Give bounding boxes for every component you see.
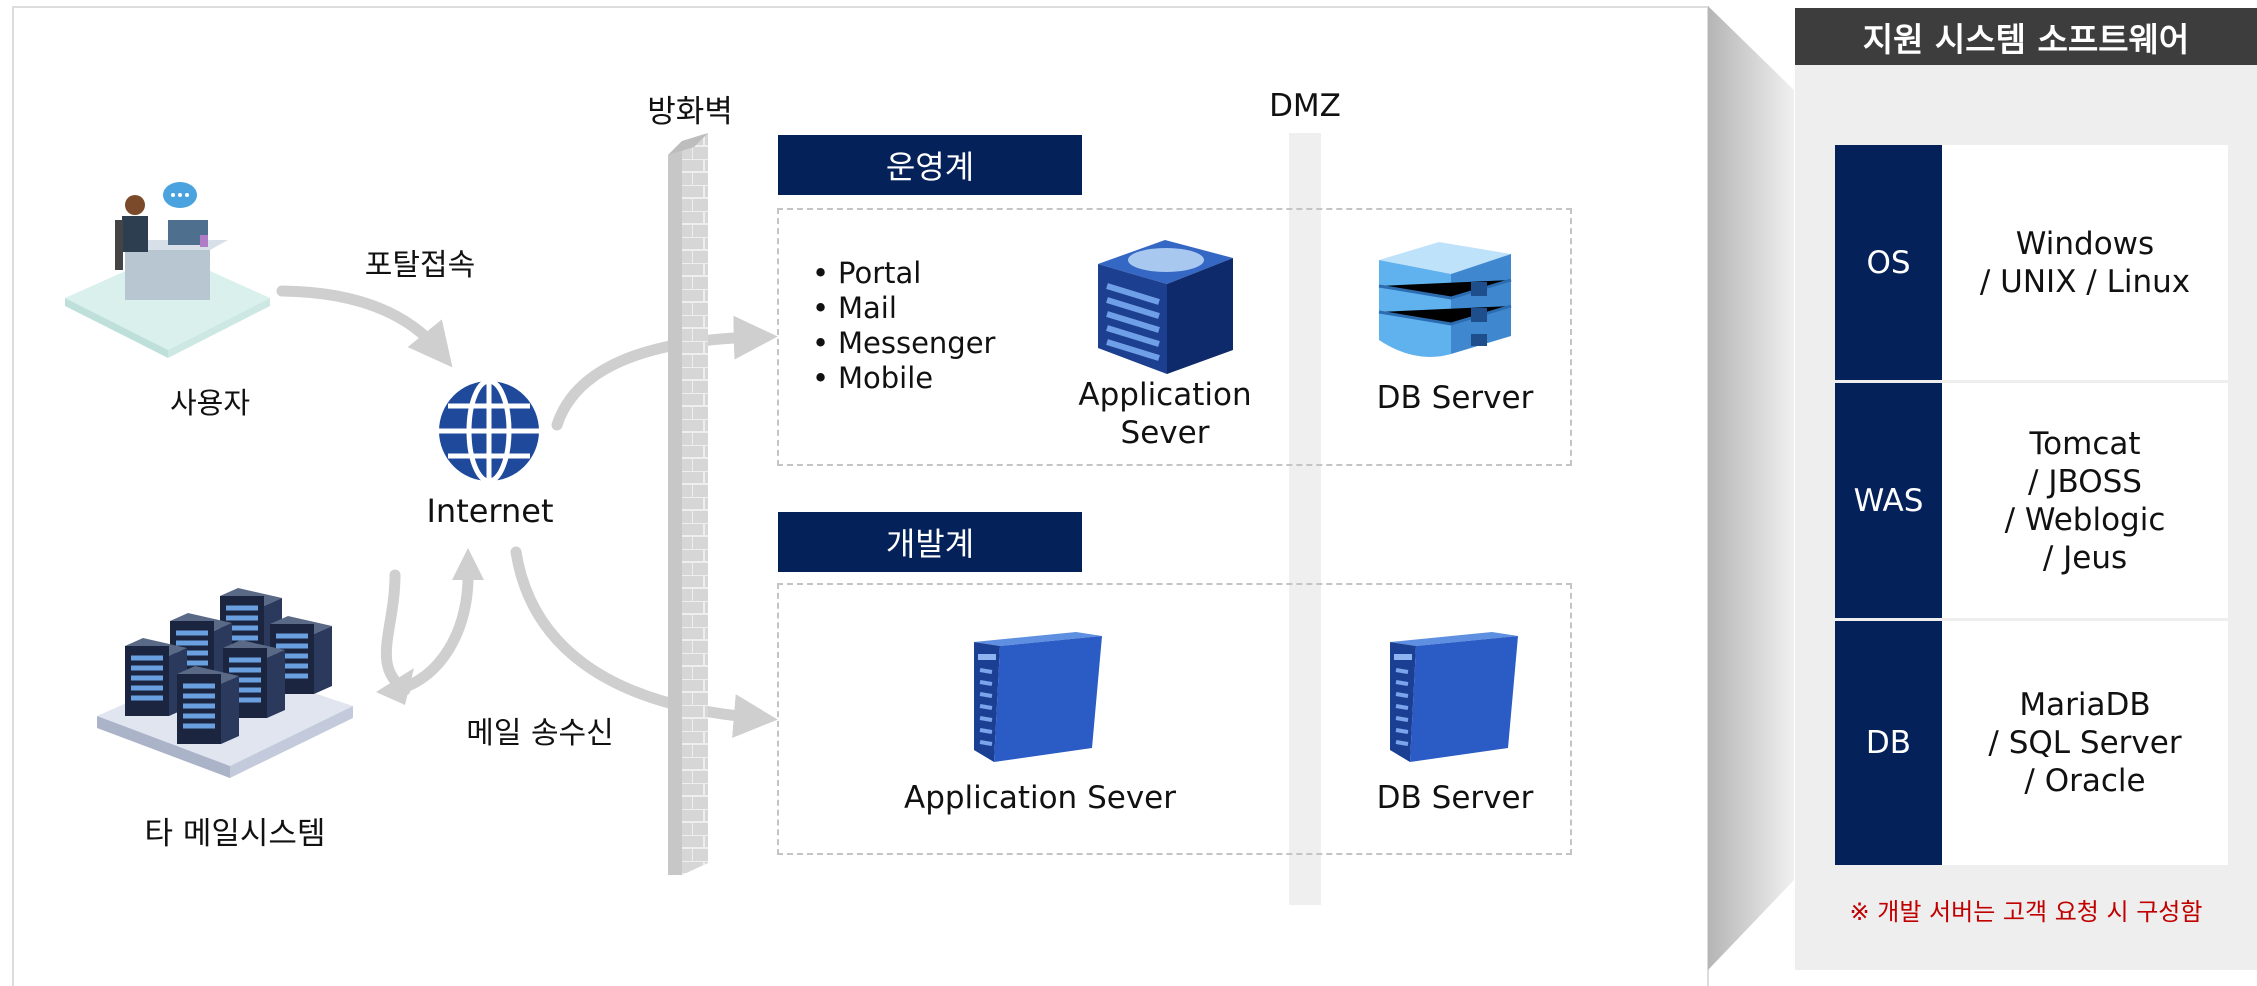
firewall-label: 방화벽 xyxy=(647,94,733,130)
row-value: Tomcat / JBOSS / Weblogic / Jeus xyxy=(1942,383,2228,618)
row-key: DB xyxy=(1835,621,1942,865)
service-item: Messenger xyxy=(812,326,995,361)
firewall-wall xyxy=(668,133,708,875)
to-development-arrow xyxy=(510,546,778,738)
development-title: 개발계 xyxy=(778,512,1082,572)
user-desk-icon xyxy=(65,182,270,358)
row-key: OS xyxy=(1835,145,1942,380)
dev-db-server-label: DB Server xyxy=(1376,780,1534,816)
prod-app-server-label: Application Sever xyxy=(1078,377,1252,451)
production-title: 운영계 xyxy=(778,135,1082,195)
service-item: Portal xyxy=(812,256,995,291)
dev-app-server-tower-icon xyxy=(974,632,1102,762)
panel-connector xyxy=(1708,6,1794,970)
dmz-label: DMZ xyxy=(1269,88,1341,124)
mail-arrow-head-up xyxy=(452,548,484,580)
row-value: Windows / UNIX / Linux xyxy=(1942,145,2228,380)
mail-transfer-label: 메일 송수신 xyxy=(466,716,614,751)
portal-access-label: 포탈접속 xyxy=(364,248,476,283)
service-item: Mobile xyxy=(812,361,995,396)
server-racks xyxy=(125,588,332,744)
panel-title: 지원 시스템 소프트웨어 xyxy=(1795,8,2257,65)
mail-arrow-curve xyxy=(393,569,474,696)
row-value: MariaDB / SQL Server / Oracle xyxy=(1942,621,2228,865)
development-box xyxy=(777,583,1572,855)
mail-arrow-body xyxy=(380,569,411,696)
user-label: 사용자 xyxy=(169,386,251,420)
app-server-cube-icon xyxy=(1098,240,1233,374)
software-row-os: OS Windows / UNIX / Linux xyxy=(1835,145,2228,380)
prod-db-server-label: DB Server xyxy=(1376,380,1534,416)
row-key: WAS xyxy=(1835,383,1942,618)
to-production-arrow xyxy=(551,315,778,431)
production-box xyxy=(777,208,1572,466)
software-row-was: WAS Tomcat / JBOSS / Weblogic / Jeus xyxy=(1835,383,2228,618)
other-mail-label: 타 메일시스템 xyxy=(144,816,326,852)
mail-servers-icon xyxy=(97,588,353,778)
software-row-db: DB MariaDB / SQL Server / Oracle xyxy=(1835,621,2228,865)
production-service-list: Portal Mail Messenger Mobile xyxy=(812,256,995,396)
panel-note: ※ 개발 서버는 고객 요청 시 구성함 xyxy=(1849,898,2203,926)
dmz-zone xyxy=(1289,133,1321,905)
dev-db-server-tower-icon xyxy=(1390,632,1518,762)
db-server-stack-icon xyxy=(1378,242,1512,357)
internet-label: Internet xyxy=(426,492,554,530)
dev-app-server-label: Application Sever xyxy=(904,780,1176,816)
globe-icon xyxy=(439,378,539,484)
portal-access-arrow xyxy=(276,285,453,368)
service-item: Mail xyxy=(812,291,995,326)
